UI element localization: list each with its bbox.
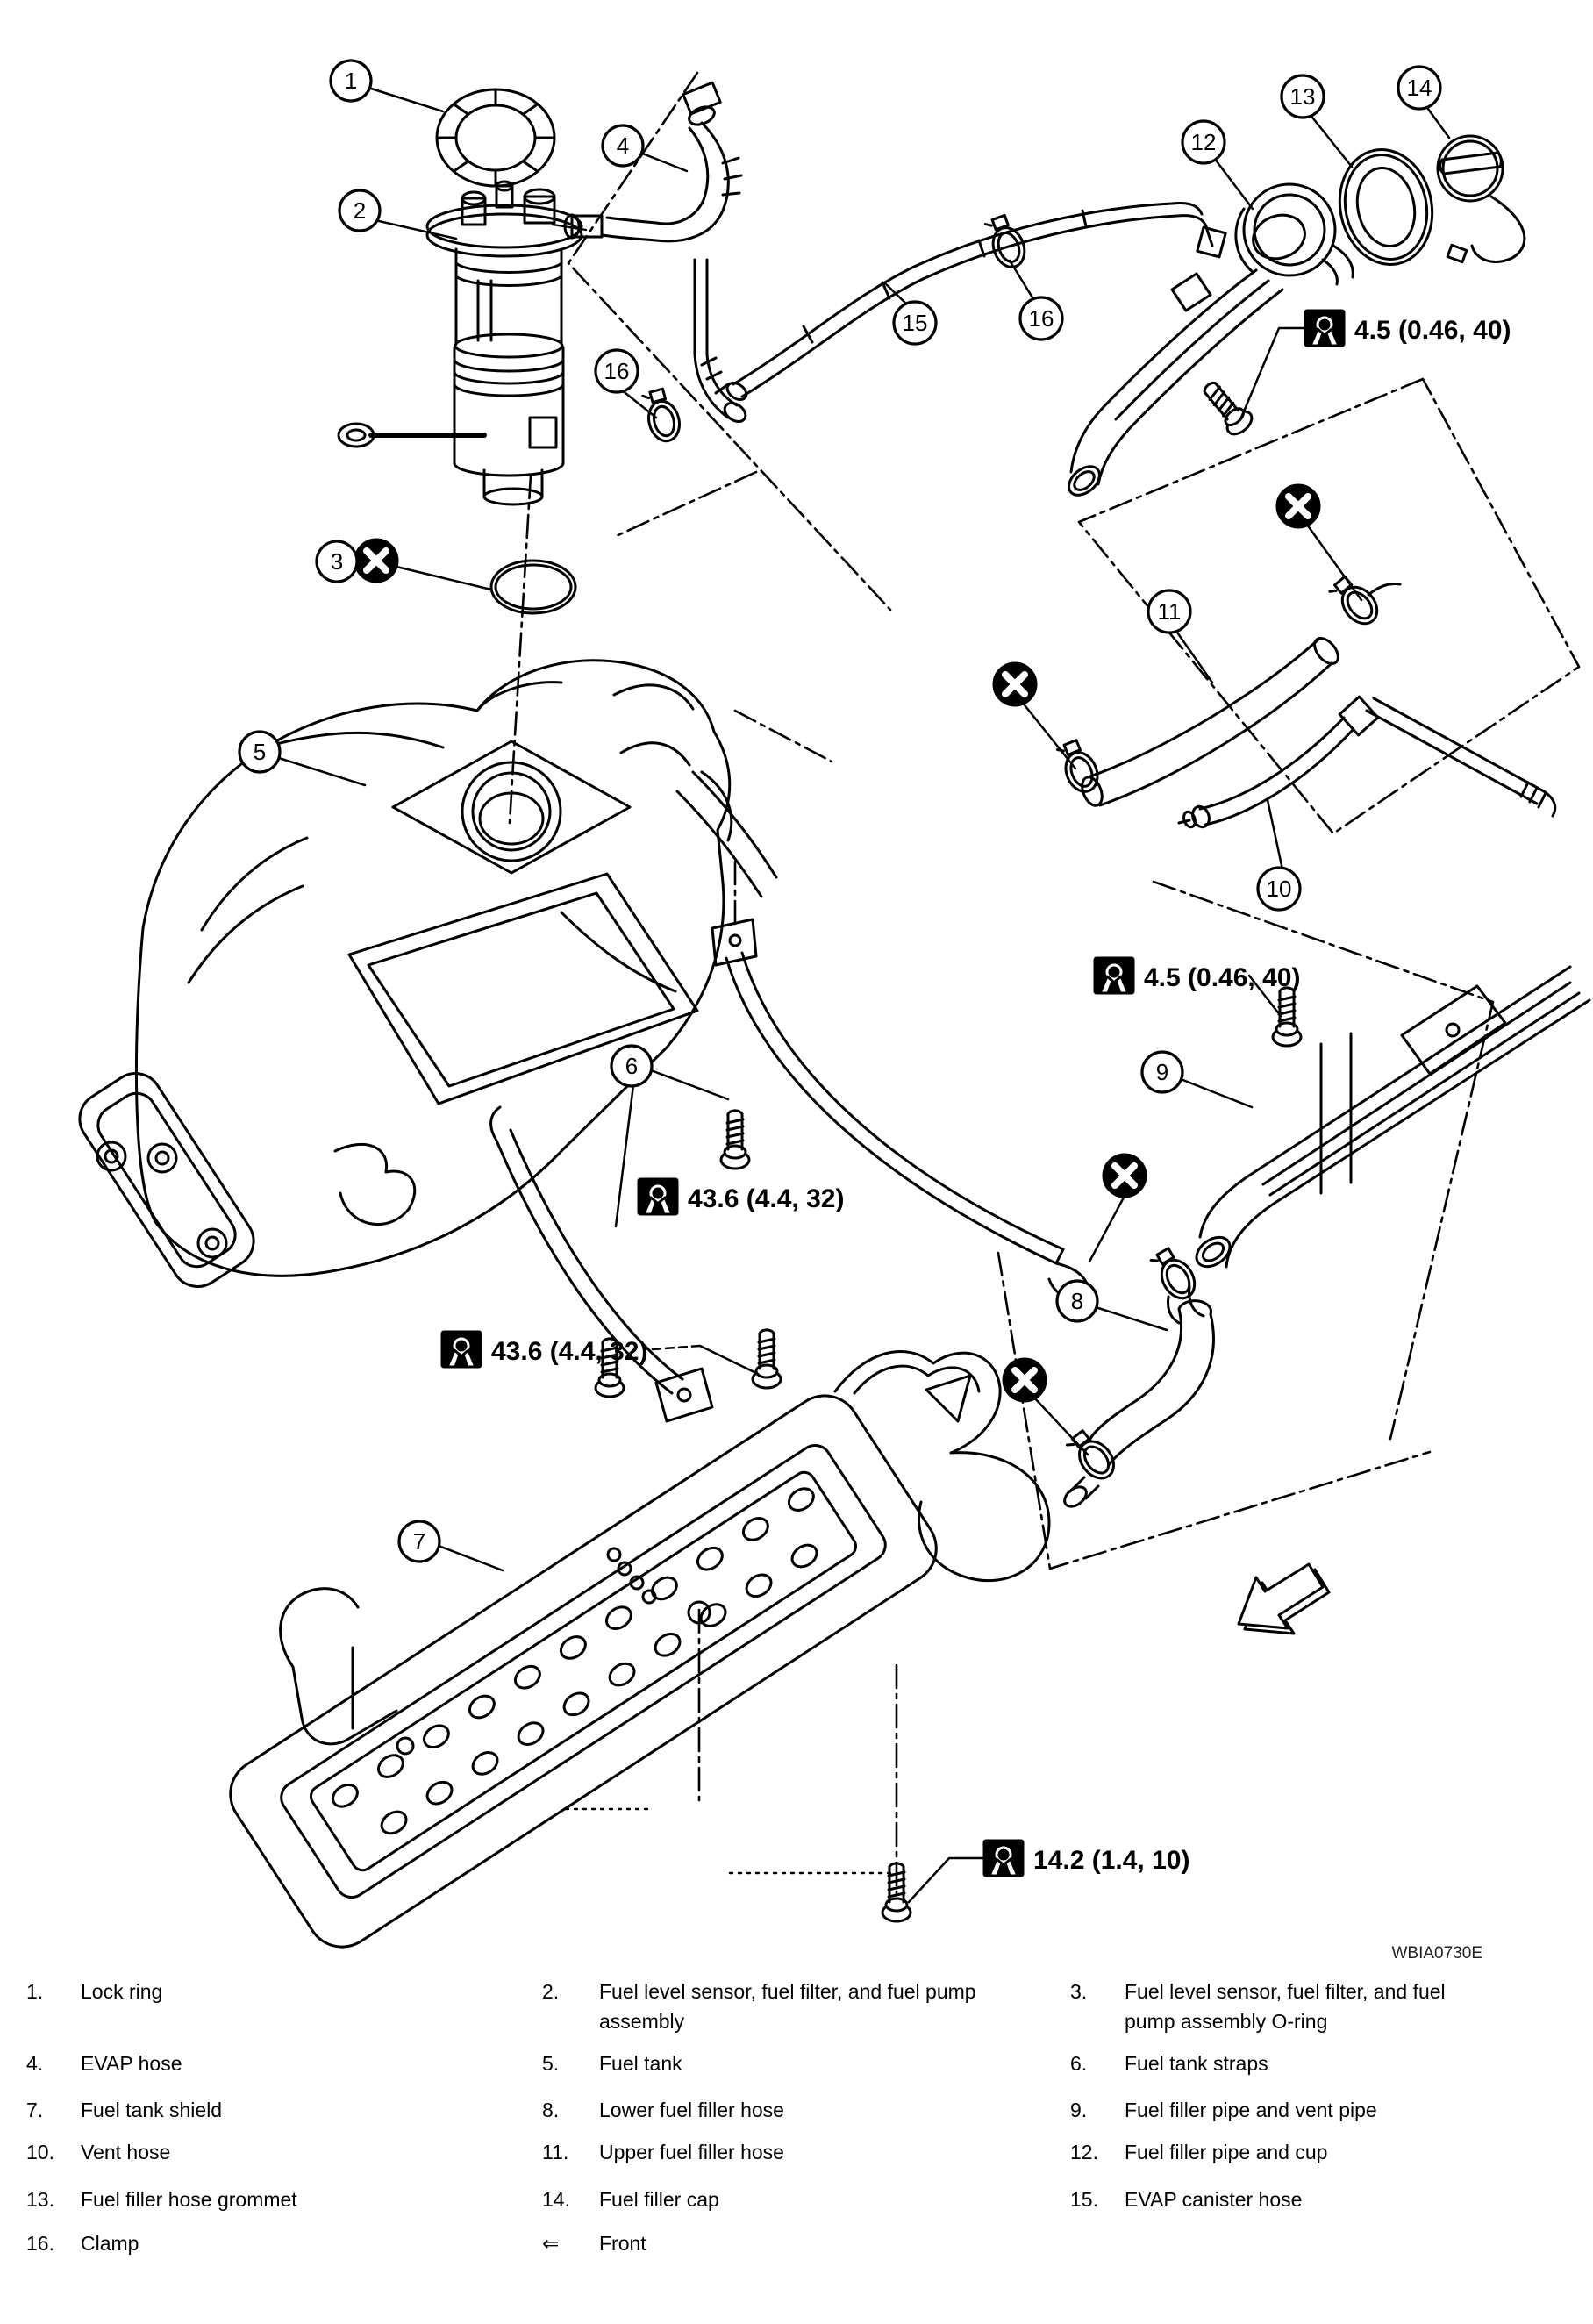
- svg-text:14.2 (1.4, 10): 14.2 (1.4, 10): [1033, 1846, 1189, 1875]
- svg-text:6: 6: [625, 1053, 638, 1079]
- x-mark: [994, 663, 1036, 705]
- lower-fuel-filler-hose: [1063, 1299, 1215, 1508]
- svg-text:16: 16: [604, 358, 630, 384]
- boundary-dash-dot-lines: [508, 71, 1581, 1897]
- wrench-icon: [637, 1177, 679, 1216]
- callout-11: 11: [1147, 589, 1192, 634]
- wrench-icon: [982, 1839, 1025, 1877]
- wrench-icon: [1093, 956, 1135, 995]
- svg-text:15: 15: [903, 310, 928, 336]
- svg-text:43.6 (4.4, 32): 43.6 (4.4, 32): [491, 1337, 647, 1366]
- torque-label-2: 4.5 (0.46, 40): [1093, 956, 1300, 995]
- callout-6: 6: [610, 1044, 654, 1088]
- lock-ring: [435, 88, 556, 188]
- callout-7: 7: [397, 1520, 441, 1563]
- leader-lines: [277, 86, 1451, 1904]
- fuel-tank: [78, 659, 778, 1288]
- svg-text:9: 9: [1156, 1059, 1168, 1085]
- fuel-filler-hose-grommet: [1338, 148, 1434, 266]
- callout-15: 15: [892, 300, 938, 346]
- svg-text:14: 14: [1407, 75, 1432, 101]
- tank-end-plate: [78, 1072, 255, 1288]
- svg-text:4: 4: [617, 132, 629, 159]
- pump-centerline: [508, 474, 532, 825]
- callout-16-a: 16: [594, 348, 639, 394]
- callout-5: 5: [238, 730, 282, 774]
- svg-text:8: 8: [1071, 1288, 1083, 1314]
- evap-canister-hose: [725, 202, 1227, 402]
- torque-label-5: 14.2 (1.4, 10): [982, 1839, 1189, 1877]
- upper-fuel-filler-hose: [1054, 569, 1402, 807]
- evap-hose: [563, 81, 747, 423]
- torque-label-4: 43.6 (4.4, 32): [637, 1177, 844, 1216]
- fuel-filler-pipe-and-cup: [1068, 182, 1354, 497]
- wrench-icon: [440, 1330, 482, 1369]
- svg-text:3: 3: [331, 548, 343, 575]
- fuel-filler-cap: [1436, 134, 1526, 264]
- x-mark: [1004, 1359, 1046, 1401]
- x-mark: [1104, 1155, 1146, 1197]
- svg-text:11: 11: [1158, 598, 1182, 625]
- fuel-tank-straps: [489, 918, 1090, 1423]
- svg-text:1: 1: [345, 68, 357, 94]
- svg-text:16: 16: [1029, 305, 1054, 332]
- svg-text:2: 2: [354, 197, 366, 224]
- callout-14: 14: [1397, 65, 1442, 111]
- x-mark: [355, 540, 397, 582]
- callout-1: 1: [329, 59, 373, 103]
- svg-text:13: 13: [1290, 83, 1316, 110]
- bolts: [594, 375, 1303, 1923]
- callout-16-b: 16: [1018, 296, 1064, 341]
- svg-text:4.5 (0.46, 40): 4.5 (0.46, 40): [1354, 316, 1511, 345]
- fuel-tank-shield: [229, 1350, 1051, 1949]
- fuel-filler-pipe-and-vent-pipe: [1147, 965, 1591, 1325]
- callout-8: 8: [1055, 1279, 1099, 1323]
- filler-platform: [391, 740, 632, 875]
- callout-9: 9: [1140, 1050, 1184, 1094]
- callouts: 1 2 3 4 5 6 7 8 9 10 11 12 13 14 15 16 1…: [238, 59, 1442, 1563]
- svg-text:43.6 (4.4, 32): 43.6 (4.4, 32): [688, 1184, 844, 1213]
- figure-code: WBIA0730E: [1392, 1944, 1483, 1963]
- torque-label-1: 4.5 (0.46, 40): [1304, 309, 1511, 347]
- svg-text:12: 12: [1191, 129, 1217, 155]
- wrench-icon: [1304, 309, 1346, 347]
- front-arrow: [1237, 1562, 1331, 1635]
- clamp-16-lower: [639, 385, 685, 447]
- svg-text:5: 5: [254, 739, 266, 765]
- callout-13: 13: [1280, 74, 1325, 119]
- svg-text:7: 7: [413, 1528, 425, 1555]
- torque-label-3: 43.6 (4.4, 32): [440, 1330, 647, 1369]
- callout-10: 10: [1256, 866, 1302, 912]
- callout-4: 4: [601, 124, 645, 168]
- x-mark: [1277, 485, 1319, 527]
- pump-o-ring: [489, 559, 577, 615]
- callout-2: 2: [338, 189, 382, 232]
- callout-12: 12: [1181, 119, 1226, 165]
- callout-3: 3: [315, 540, 359, 583]
- svg-text:10: 10: [1267, 876, 1292, 902]
- fuel-pump-assembly: [337, 180, 588, 506]
- svg-text:4.5 (0.46, 40): 4.5 (0.46, 40): [1144, 963, 1300, 992]
- dotted-leaders: [564, 1807, 895, 1875]
- vent-hose: [1177, 695, 1557, 829]
- torque-labels: 4.5 (0.46, 40) 4.5 (0.46, 40) 43.6 (4.4,…: [440, 309, 1511, 1877]
